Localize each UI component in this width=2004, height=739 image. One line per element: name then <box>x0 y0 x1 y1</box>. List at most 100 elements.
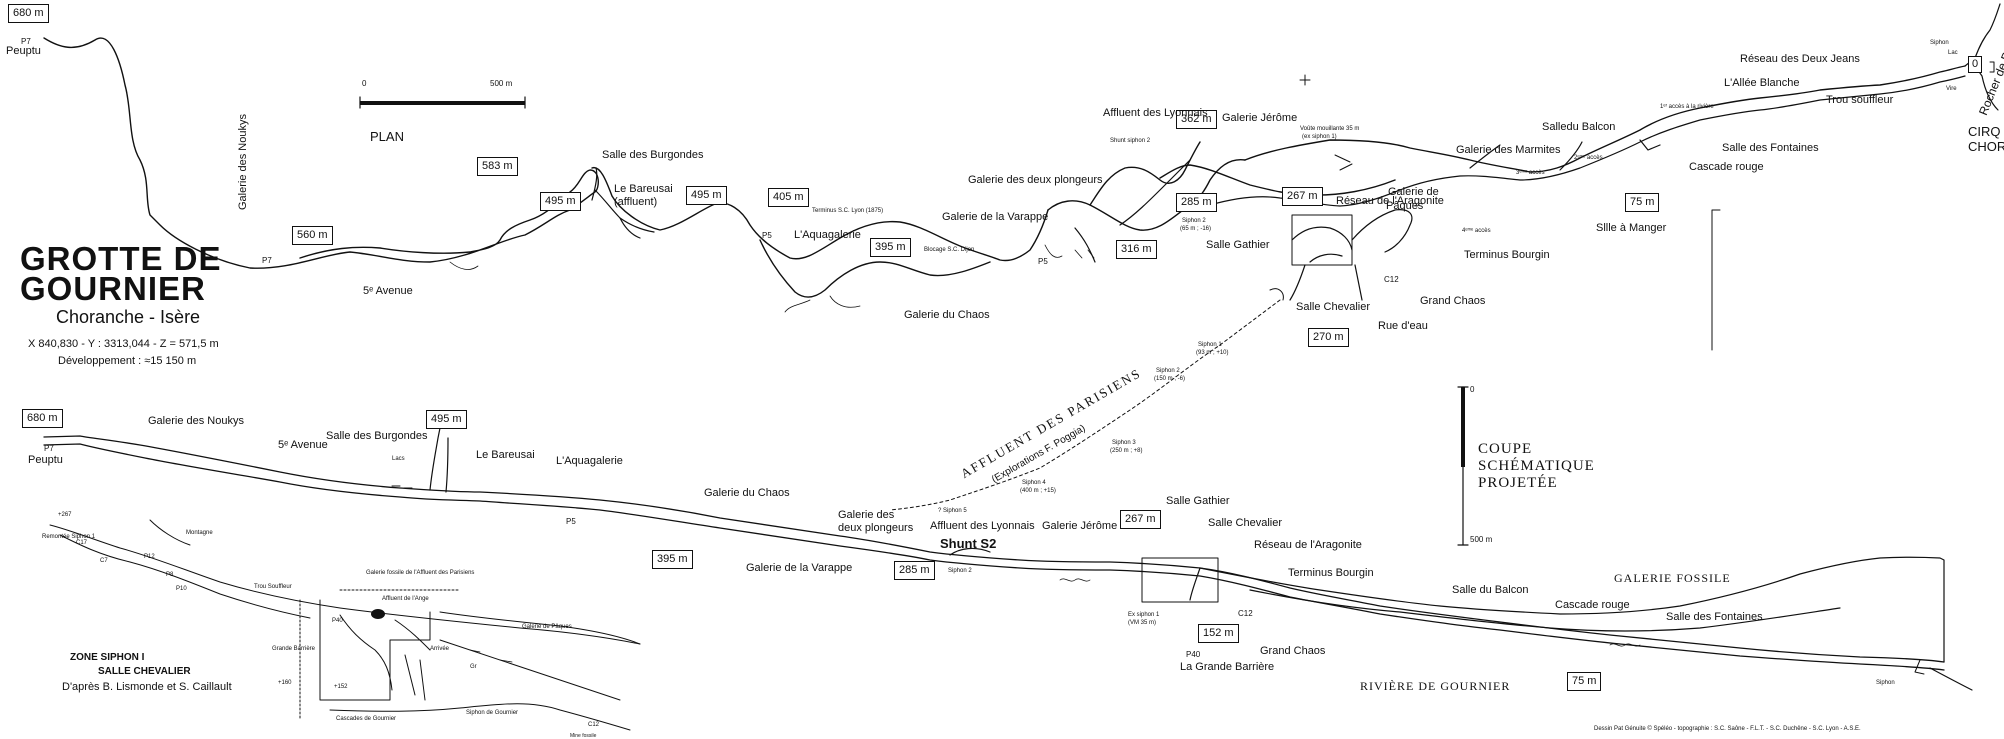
inset-gal-fossile: Galerie fossile de l'Affluent des Parisi… <box>366 570 475 576</box>
plan-note-voute1: Voûte mouillante 35 m <box>1300 126 1360 132</box>
section-label-lyonnais: Affluent des Lyonnais <box>930 520 1035 532</box>
plan-altitude-box: 583 m <box>477 157 518 176</box>
inset-siphon-gournier: Siphon de Gournier <box>466 710 519 716</box>
inset-plus160: +160 <box>278 680 292 686</box>
section-label-varappe: Galerie de la Varappe <box>746 562 853 574</box>
section-altitude-box: 285 m <box>894 561 935 580</box>
section-label-siphon-end: Siphon <box>1876 680 1895 686</box>
plan-altitude-box: 495 m <box>686 186 727 205</box>
plan-note-acces3: 3ᵉᵐᵉ accès <box>1516 170 1545 176</box>
cave-title-line1: GROTTE DE <box>20 240 222 277</box>
inset-credit: D'après B. Lismonde et S. Caillault <box>62 681 232 693</box>
coupe-title-3: PROJETÉE <box>1478 475 1558 491</box>
section-label-chaos: Galerie du Chaos <box>704 487 790 499</box>
inset-cascades: Cascades de Gournier <box>336 716 397 722</box>
section-label-jerome: Galerie Jérôme <box>1042 520 1118 532</box>
section-label-peuptu: Peuptu <box>28 454 63 466</box>
section-altitude-box: 267 m <box>1120 510 1161 529</box>
inset-c7: C7 <box>100 558 108 564</box>
plan-note-terminus-lyon: Terminus S.C. Lyon (1875) <box>812 208 884 214</box>
plan-label-paques1: Galerie de <box>1388 186 1439 198</box>
plan-note-siphon4pb: (400 m ; +15) <box>1020 488 1056 494</box>
affluent-parisiens-line <box>889 299 1281 511</box>
inset-p12: P12 <box>144 554 155 560</box>
section-label-p40: P40 <box>1186 650 1201 659</box>
plan-note-siphon2pb: (150 m ; -6) <box>1154 376 1186 382</box>
plan-note-acces4: 4ᵉᵐᵉ accès <box>1462 228 1491 234</box>
section-altitude-box: 495 m <box>426 410 467 429</box>
cave-title-line2: GOURNIER <box>20 270 206 307</box>
inset-tr: Trou Souffleur <box>254 584 292 590</box>
section-label-bourgin: Terminus Bourgin <box>1288 567 1374 579</box>
section-label-ex-siphon1: Ex siphon 1 <box>1128 612 1160 618</box>
plan-label-burgondes: Salle des Burgondes <box>602 149 704 161</box>
plan-altitude-box: 75 m <box>1625 193 1660 212</box>
cave-development: Développement : ≈15 150 m <box>58 355 197 367</box>
plan-label-varappe: Galerie de la Varappe <box>942 211 1049 223</box>
section-altitude-box: 395 m <box>652 550 693 569</box>
plan-note-siphon3pb: (250 m ; +8) <box>1110 448 1143 454</box>
scale-zero: 0 <box>362 79 367 88</box>
section-altitude-box: 152 m <box>1198 624 1239 643</box>
section-altitude-box: 680 m <box>22 409 63 428</box>
plan-altitude-box: 267 m <box>1282 187 1323 206</box>
section-scale-bar <box>1457 386 1469 546</box>
section-label-fontaines: Salle des Fontaines <box>1666 611 1763 623</box>
coupe-scale-top: 0 <box>1470 385 1475 394</box>
inset-p10: P10 <box>176 586 187 592</box>
plan-altitude-box: 680 m <box>8 4 49 23</box>
plan-note-lac: Lac <box>1948 50 1958 56</box>
plan-note-siphon2: Siphon 2 <box>1182 218 1206 224</box>
plan-label-cirque1: CIRQ <box>1968 124 2001 139</box>
inset-zone-title: ZONE SIPHON I <box>70 652 145 663</box>
plan-label-fontaines: Salle des Fontaines <box>1722 142 1819 154</box>
inset-mtn: Montagne <box>186 530 213 536</box>
section-profile <box>43 427 1973 691</box>
plan-label-p5b: P5 <box>1038 257 1048 266</box>
section-label-lacs: Lacs <box>392 456 405 462</box>
plan-label-5e-avenue: 5ᵉ Avenue <box>363 285 413 297</box>
plan-note-siphon2p: Siphon 2 <box>1156 368 1180 374</box>
plan-altitude-box: 362 m <box>1176 110 1217 129</box>
plan-altitude-box: 405 m <box>768 188 809 207</box>
plan-note-acces2: 2ᵉᵐᵉ accès <box>1574 155 1603 161</box>
plan-note-voute2: (ex siphon 1) <box>1302 134 1337 140</box>
section-label-grand-chaos: Grand Chaos <box>1260 645 1326 657</box>
cave-coordinates: X 840,830 - Y : 3313,044 - Z = 571,5 m <box>28 338 219 350</box>
section-label-gathier: Salle Gathier <box>1166 495 1230 507</box>
plan-note-siphon1p: Siphon 1 <box>1198 342 1222 348</box>
section-label-p5: P5 <box>566 517 576 526</box>
inset-p40: P40 <box>332 618 343 624</box>
plan-main-passage <box>43 3 2001 351</box>
inset-plus152: +152 <box>334 684 348 690</box>
plan-note-acces1: 1ᵉʳ accès à la rivière <box>1660 104 1714 110</box>
cave-location: Choranche - Isère <box>56 307 201 327</box>
coupe-title-2: SCHÉMATIQUE <box>1478 458 1595 474</box>
plan-label-bareusai: Le Bareusai <box>614 183 673 195</box>
plan-note-vire: Vire <box>1946 86 1957 92</box>
plan-label-peuptu: Peuptu <box>6 45 41 57</box>
section-label-chevalier: Salle Chevalier <box>1208 517 1282 529</box>
plan-label-p7b: P7 <box>262 256 272 265</box>
section-label-ex-siphon1b: (VM 35 m) <box>1128 620 1157 626</box>
plan-label-noukys: Galerie des Noukys <box>237 114 249 210</box>
plan-scale-bar <box>359 96 526 109</box>
section-label-burgondes: Salle des Burgondes <box>326 430 428 442</box>
inset-affluent-ange: Affluent de l'Ange <box>382 596 429 602</box>
plan-note-siphon-right: Siphon <box>1930 40 1949 46</box>
section-label-c12: C12 <box>1238 609 1253 618</box>
section-label-cascade: Cascade rouge <box>1555 599 1630 611</box>
plan-note-siphon4p: Siphon 4 <box>1022 480 1046 486</box>
section-label-5e-avenue: 5ᵉ Avenue <box>278 439 328 451</box>
plan-label-grand-chaos: Grand Chaos <box>1420 295 1486 307</box>
plan-note-siphon2b: (65 m ; -16) <box>1180 226 1212 232</box>
bottom-credits: Dessin Pat Génuite © Spéléo - topographi… <box>1594 726 1861 732</box>
plan-altitude-box: 270 m <box>1308 328 1349 347</box>
plan-label-affluent: (affluent) <box>614 196 658 208</box>
plan-label-aragonite: Réseau de l'Aragonite <box>1336 195 1444 207</box>
plan-note-siphon1pb: (93 m ; +10) <box>1196 350 1229 356</box>
plan-altitude-box: 395 m <box>870 238 911 257</box>
section-label-aquagalerie: L'Aquagalerie <box>556 455 623 467</box>
section-label-barriere: La Grande Barrière <box>1180 661 1275 673</box>
